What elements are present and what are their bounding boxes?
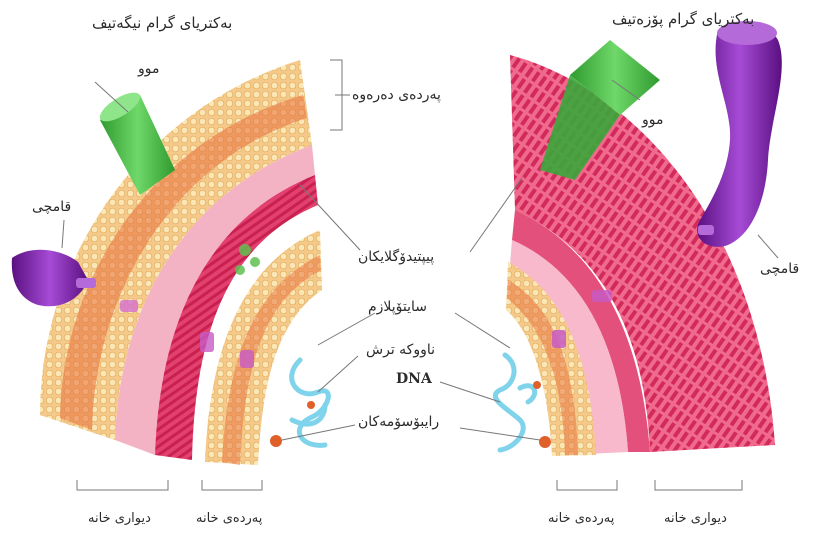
label-cell-membrane-left: پەردەی خانە [196,512,262,525]
label-hair-left: موو [138,62,160,76]
label-dna: DNA [396,372,432,386]
label-outer-membrane: پەردەی دەرەوە [352,88,441,102]
label-cytoplasm: سایتۆپلازم [368,300,427,314]
gram-negative-cell-section [12,60,322,465]
label-cell-wall-left: دیواری خانە [88,512,151,525]
label-nucleic-acid: ناووکە ترش [366,343,435,357]
dna-strands [292,355,535,450]
title-gram-negative: بەکتریای گرام نیگەتیف [92,16,232,31]
label-flagellum-right: قامچی [760,262,799,276]
label-cell-wall-right: دیواری خانە [664,512,727,525]
flagellum-right [697,21,782,247]
label-peptidoglycan: پیپتیدۆگلایکان [358,250,434,264]
label-hair-right: موو [642,113,664,127]
title-gram-positive: بەکتریای گرام پۆزەتیف [612,12,754,27]
gram-positive-cell-section [506,21,782,456]
label-ribosomes: رایبۆسۆمەکان [358,415,439,429]
label-cell-membrane-right: پەردەی خانە [548,512,614,525]
label-flagellum-left: قامچی [32,200,71,214]
